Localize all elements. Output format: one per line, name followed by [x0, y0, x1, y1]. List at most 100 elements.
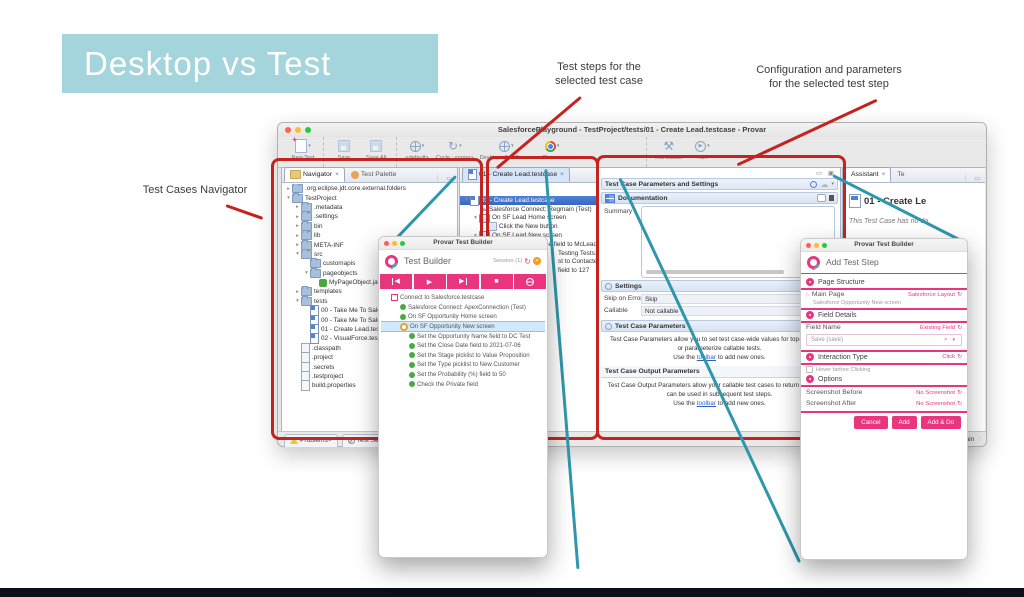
builder-titlebar[interactable]: Provar Test Builder [379, 237, 547, 250]
documentation-section-bar[interactable]: Documentation [601, 192, 838, 204]
dropdown-arrow-icon[interactable]: ▾ [308, 143, 311, 149]
hover-checkbox-row[interactable]: Hover before Clicking [806, 366, 962, 373]
main-page-value[interactable]: Salesforce Layout [907, 291, 956, 298]
pin-icon[interactable] [829, 195, 834, 201]
panel-menu-icons[interactable]: ⋮ ▭ [434, 176, 454, 182]
tcp-toolbar-link[interactable]: toolbar [696, 354, 716, 361]
page-structure-section[interactable]: Page Structure [806, 278, 962, 286]
help-icon[interactable] [810, 180, 818, 188]
minimize-window-icon[interactable] [392, 240, 397, 246]
panel-menu-icons[interactable]: ⋮ ▭ [962, 176, 982, 182]
main-page-row[interactable]: ▷ Main Page Salesforce Layout↻ [806, 291, 962, 298]
tree-item[interactable]: Set the Probability (%) field to 50 [381, 370, 545, 380]
close-icon[interactable]: × [881, 171, 886, 178]
refresh-icon[interactable]: ↻ [957, 400, 962, 407]
dropdown-arrow-icon[interactable]: ▾ [511, 143, 514, 149]
clear-icon[interactable]: × [944, 337, 950, 343]
expander-icon[interactable]: ▾ [465, 197, 468, 204]
refresh-icon[interactable]: ↻ [957, 354, 962, 360]
add-do-button[interactable]: Add & Do [920, 416, 961, 429]
globe-button[interactable] [514, 274, 546, 289]
expander-icon[interactable]: ▸ [296, 288, 299, 295]
expander-icon[interactable]: ▾ [287, 195, 290, 202]
tcp-section-bar[interactable]: Test Case Parameters [601, 320, 838, 332]
tree-item[interactable]: Set the Opportunity Name field to DC Tes… [381, 331, 545, 341]
close-icon[interactable]: × [327, 437, 332, 444]
expander-icon[interactable]: ▸ [296, 242, 299, 249]
addstep-titlebar[interactable]: Provar Test Builder [801, 239, 967, 252]
tree-item[interactable]: field to 127 [460, 266, 596, 275]
field-name-value[interactable]: Existing Field [920, 324, 956, 331]
test-builder-button[interactable]: ⚒Test Builder [651, 137, 686, 167]
field-details-section[interactable]: Field Details [806, 311, 962, 319]
expander-icon[interactable]: ▾ [472, 233, 479, 239]
tree-item[interactable]: ☁Salesforce Connect: Regmain (Test) [460, 205, 596, 214]
zoom-window-icon[interactable] [822, 242, 827, 248]
expander-icon[interactable]: ▾ [305, 270, 308, 277]
tree-item[interactable]: Set the Stage picklist to Value Proposit… [381, 351, 545, 361]
dropdown-arrow-icon[interactable]: ▾ [556, 143, 560, 149]
cancel-button[interactable]: Cancel [854, 416, 888, 429]
tree-item[interactable]: On SF Opportunity New screen [381, 320, 545, 333]
main-window-titlebar[interactable]: SalesforcePlayground - TestProject/tests… [278, 123, 986, 138]
cloud-icon[interactable]: ☁ [820, 179, 829, 189]
tree-item[interactable]: 02 - VisualForce.testcase [282, 333, 457, 345]
tree-item[interactable]: ▾pageobjects [282, 267, 457, 278]
run-button[interactable]: ▾Run [686, 137, 718, 167]
interaction-type-section[interactable]: Interaction Type Click↻ [806, 353, 962, 361]
stop-button[interactable]: ■ [480, 274, 513, 289]
refresh-icon[interactable]: ↻ [957, 389, 962, 396]
skip-to-start-button[interactable]: ◀ [380, 274, 412, 289]
expander-icon[interactable]: ▸ [296, 204, 299, 211]
zoom-window-icon[interactable] [305, 127, 311, 133]
tree-item[interactable]: ▾src [282, 248, 457, 259]
expander-icon[interactable]: ▸ [287, 185, 290, 192]
tree-item[interactable]: MyPageObject.java [282, 278, 457, 287]
tree-item[interactable]: build.properties [282, 380, 457, 392]
minimize-window-icon[interactable] [295, 127, 301, 133]
tree-item[interactable]: Check the Private field [381, 379, 545, 389]
dropdown-arrow-icon[interactable]: ▾ [952, 337, 957, 343]
field-name-dropdown[interactable]: Save (save) × ▾ [806, 334, 962, 346]
dropdown-arrow-icon[interactable]: ▾ [421, 143, 425, 149]
add-button[interactable]: Add [891, 416, 917, 429]
step-button[interactable]: ▶ [447, 274, 479, 289]
dropdown-arrow-icon[interactable]: ▾ [459, 143, 462, 149]
close-window-icon[interactable] [384, 240, 389, 246]
status-tab-problems[interactable]: Problems× [284, 433, 338, 447]
expander-icon[interactable]: ▾ [296, 298, 299, 305]
expander-icon[interactable]: ▸ [296, 223, 299, 230]
tree-item[interactable]: Set the Close Date field to 2021-07-06 [381, 341, 545, 351]
expander-icon[interactable]: ▸ [296, 213, 299, 220]
tree-item[interactable]: ▾TestProject [282, 192, 457, 203]
tree-item[interactable]: ▾01 - Create Lead.testcase [460, 196, 596, 206]
close-icon[interactable]: × [560, 171, 564, 178]
comment-icon[interactable] [817, 194, 826, 202]
tree-item[interactable]: ▾tests [282, 295, 457, 306]
minimize-window-icon[interactable] [814, 242, 819, 248]
tree-item[interactable]: st to Contacted [460, 258, 596, 267]
tree-item[interactable]: Set the Type picklist to New Customer [381, 360, 545, 370]
refresh-icon[interactable]: ↻ [957, 324, 962, 331]
expander-icon[interactable]: ▸ [296, 232, 299, 239]
refresh-icon[interactable]: ↻ [957, 291, 962, 298]
checkbox-icon[interactable] [806, 366, 813, 373]
tree-item[interactable]: ▾On SF Lead Home screen [460, 213, 596, 223]
tcop-toolbar-link[interactable]: toolbar [696, 400, 716, 407]
panel-minmax-icons[interactable]: ▭ ▣ [815, 170, 836, 177]
tab-te[interactable]: Te [891, 167, 910, 182]
tab-navigator[interactable]: Navigator× [284, 167, 345, 182]
interaction-type-value[interactable]: Click [942, 354, 956, 360]
close-window-icon[interactable] [806, 242, 811, 248]
tree-item[interactable]: On SF Opportunity Home screen [381, 312, 545, 322]
refresh-session-icon[interactable]: ↻ [524, 256, 531, 266]
zoom-window-icon[interactable] [400, 240, 405, 246]
tab-assistant[interactable]: Assistant× [845, 167, 892, 182]
options-section[interactable]: Options [806, 375, 962, 383]
end-session-icon[interactable]: ✕ [533, 257, 541, 265]
tree-item[interactable]: Testing Tests:Inc [460, 249, 596, 258]
close-icon[interactable]: × [335, 171, 339, 178]
screenshot-before-value[interactable]: No Screenshot [916, 389, 956, 396]
tab-test-palette[interactable]: Test Palette [345, 167, 403, 182]
expander-icon[interactable]: ▾ [474, 214, 477, 221]
